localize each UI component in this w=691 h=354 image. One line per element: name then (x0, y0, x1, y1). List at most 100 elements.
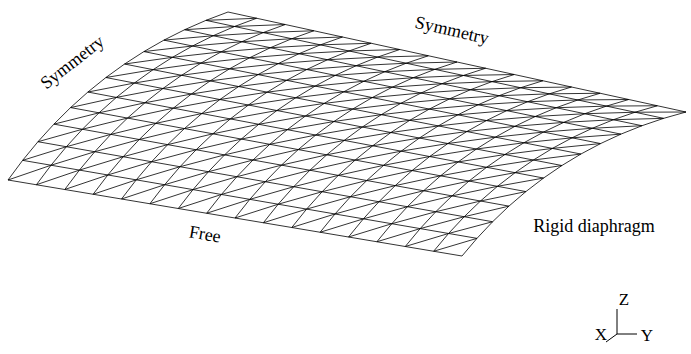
mesh-line (281, 155, 326, 165)
mesh-line (470, 88, 520, 90)
mesh-line (412, 162, 458, 171)
mesh-line (372, 93, 421, 98)
mesh-line (450, 96, 499, 99)
mesh-line (344, 133, 391, 141)
mesh-line (528, 100, 578, 102)
mesh-line (377, 229, 420, 242)
mesh-line (71, 97, 117, 107)
mesh-line (164, 36, 213, 40)
mesh-line (549, 93, 600, 95)
mesh-line (153, 63, 201, 70)
mesh-line (552, 144, 600, 149)
axis-label: X (595, 326, 607, 343)
mesh-line (410, 115, 458, 120)
mesh-line (401, 144, 448, 152)
mesh-line (315, 81, 364, 86)
mesh-line (263, 68, 485, 223)
mesh-line (384, 157, 430, 166)
mesh-line (88, 83, 134, 92)
mesh-line (430, 149, 477, 157)
mesh-line (320, 219, 363, 232)
mesh-line (592, 126, 642, 129)
mesh-line (79, 157, 123, 170)
mesh-line (452, 186, 497, 196)
edge-label: Symmetry (413, 13, 490, 47)
mesh-line (278, 192, 322, 204)
mesh-line (270, 45, 320, 48)
mesh-line (250, 54, 299, 58)
mesh-line (136, 167, 180, 180)
mesh-line (144, 46, 193, 52)
mesh-line (82, 118, 127, 129)
mesh-line (413, 75, 463, 77)
mesh-line (338, 165, 383, 175)
z-axis-line (617, 309, 618, 334)
mesh-line (305, 109, 352, 116)
mesh-line (111, 123, 156, 134)
mesh-line (172, 52, 221, 57)
mesh-line (71, 108, 526, 192)
mesh-line (487, 160, 534, 167)
mesh-line (36, 170, 79, 185)
mesh-line (196, 139, 241, 150)
mesh-line (239, 80, 287, 86)
mesh-line (270, 135, 316, 144)
mesh-line (182, 69, 230, 75)
mesh-line (144, 52, 601, 144)
mesh-line (225, 144, 270, 155)
mesh-line (429, 105, 478, 109)
mesh-line (99, 103, 145, 113)
mesh-line (505, 148, 552, 154)
mesh-line (241, 130, 287, 139)
mesh-line (405, 233, 448, 246)
mesh-line (421, 90, 470, 93)
mesh-line (145, 94, 192, 103)
mesh-line (462, 112, 686, 256)
mesh-line (328, 57, 378, 60)
mesh-line (463, 74, 514, 76)
mesh-line (298, 140, 344, 149)
mesh-line (362, 120, 409, 127)
mesh-line (292, 75, 515, 228)
mesh-line (434, 106, 658, 252)
mesh-line (206, 18, 257, 20)
mesh-line (324, 98, 372, 104)
mesh-line (213, 124, 259, 134)
mesh-line (235, 62, 457, 218)
mesh-line (125, 57, 173, 64)
mesh-line (458, 111, 507, 115)
mesh-line (419, 132, 466, 138)
mesh-line (95, 140, 139, 152)
mesh-line (38, 142, 493, 222)
mesh-line (168, 134, 213, 145)
mesh-line (54, 124, 509, 206)
mesh-line (480, 192, 525, 201)
mesh-line (349, 87, 572, 237)
mesh-line (420, 217, 464, 229)
mesh-line (66, 134, 110, 146)
mesh-line (492, 80, 543, 82)
mesh-line (613, 118, 663, 119)
mesh-line (51, 152, 95, 165)
mesh-line (407, 196, 452, 207)
mesh-line (180, 155, 225, 167)
mesh-line (173, 100, 220, 109)
mesh-line (265, 170, 310, 181)
mesh-line (106, 70, 153, 78)
triangle-mesh (8, 12, 686, 256)
mesh-line (585, 112, 635, 114)
mesh-line (467, 126, 515, 131)
mesh-line (351, 186, 396, 197)
y-axis-line (617, 334, 637, 335)
mesh-line (116, 89, 163, 98)
mesh-line (210, 75, 258, 81)
edge-label: Rigid diaphragm (533, 217, 654, 235)
mesh-line (564, 120, 614, 123)
mesh-line (106, 78, 562, 166)
mesh-line (392, 84, 441, 87)
mesh-line (363, 207, 407, 219)
mesh-line (127, 108, 173, 118)
mesh-line (385, 69, 435, 71)
mesh-line (54, 113, 99, 124)
